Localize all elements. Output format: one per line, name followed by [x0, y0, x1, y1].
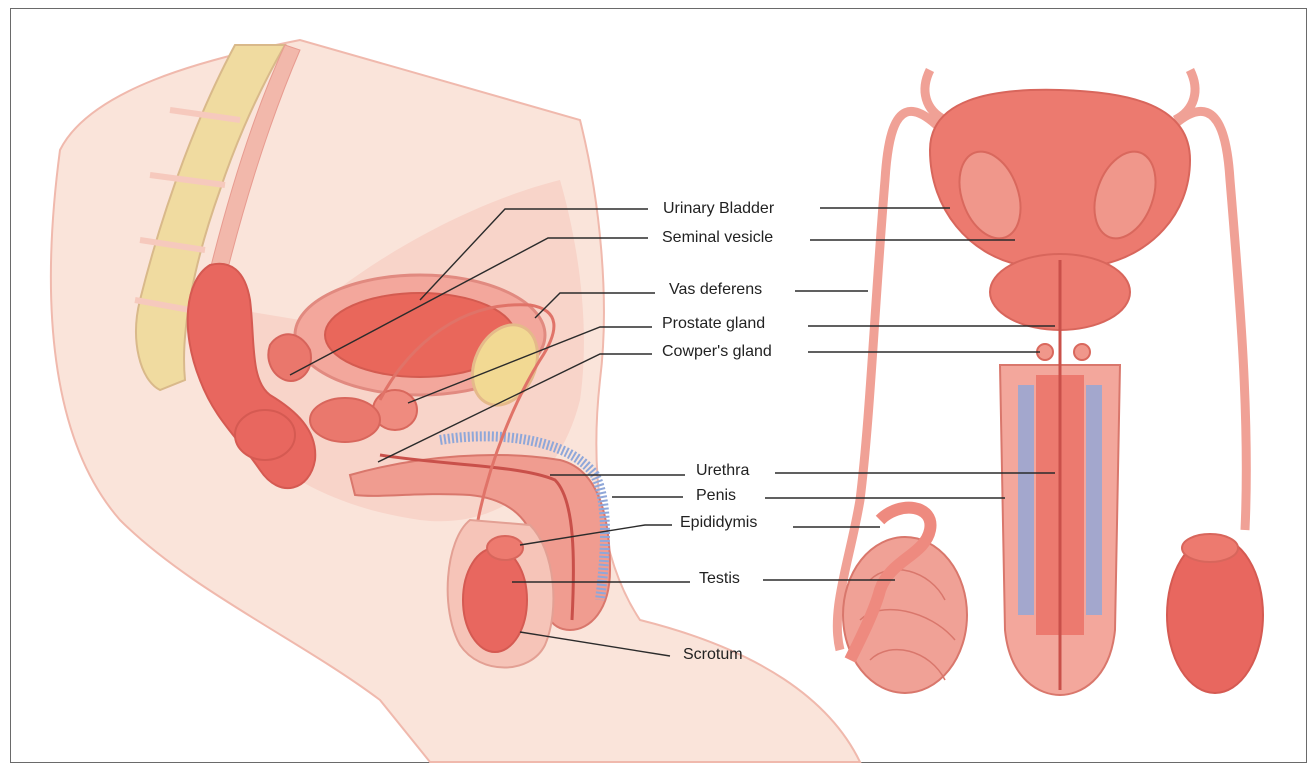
cowpers-gland-frontal-right	[1074, 344, 1090, 360]
label-testis: Testis	[699, 570, 740, 587]
label-epididymis: Epididymis	[680, 514, 757, 531]
label-penis: Penis	[696, 487, 736, 504]
label-seminal-vesicle: Seminal vesicle	[662, 229, 773, 246]
testis-sagittal	[463, 548, 527, 652]
label-prostate-gland: Prostate gland	[662, 315, 765, 332]
epididymis-sagittal	[487, 536, 523, 560]
frontal-view	[837, 70, 1263, 695]
seminal-vesicle-sagittal	[268, 334, 311, 381]
label-urethra: Urethra	[696, 462, 749, 479]
labels: Urinary Bladder Seminal vesicle Vas defe…	[662, 200, 775, 663]
label-vas-deferens: Vas deferens	[669, 281, 762, 298]
label-urinary-bladder: Urinary Bladder	[663, 200, 775, 217]
label-scrotum: Scrotum	[683, 646, 743, 663]
label-cowpers-gland: Cowper's gland	[662, 343, 772, 360]
